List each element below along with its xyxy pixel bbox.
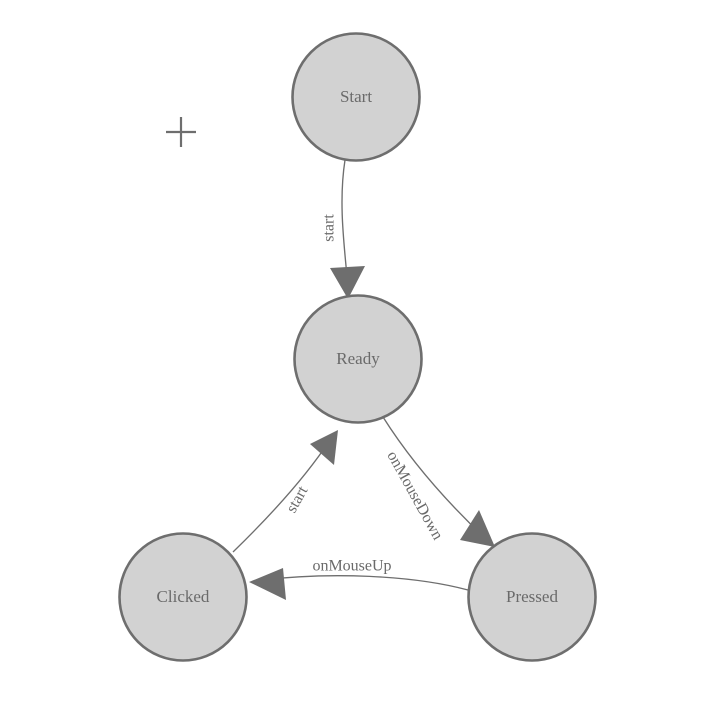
state-node-start[interactable]: Start (291, 32, 421, 162)
state-node-clicked[interactable]: Clicked (118, 532, 248, 662)
crosshair-marker (166, 117, 196, 147)
node-circle-start[interactable] (291, 32, 421, 162)
arrowhead-icon-ready-to-pressed (460, 510, 495, 547)
node-label-clicked: Clicked (157, 587, 210, 606)
arrowhead-icon-pressed-to-clicked (249, 568, 286, 600)
arrowhead-icon-clicked-to-ready (310, 430, 338, 465)
node-label-ready: Ready (336, 349, 380, 368)
edge-line-pressed-to-clicked (261, 575, 469, 591)
edge-clicked-to-ready[interactable]: start (232, 430, 338, 553)
edge-label-pressed-to-clicked: onMouseUp (312, 558, 391, 575)
edge-line-clicked-to-ready (232, 439, 331, 553)
edge-start-to-ready[interactable]: start (321, 159, 365, 299)
arrowhead-icon-start-to-ready (330, 266, 365, 299)
edge-label-start-to-ready: start (321, 214, 338, 242)
state-node-pressed[interactable]: Pressed (467, 532, 597, 662)
state-node-ready[interactable]: Ready (293, 294, 423, 424)
edge-pressed-to-clicked[interactable]: onMouseUp (249, 558, 469, 600)
node-circle-ready[interactable] (293, 294, 423, 424)
node-circle-clicked[interactable] (118, 532, 248, 662)
edge-label-clicked-to-ready: start (283, 483, 311, 516)
node-label-start: Start (340, 87, 372, 106)
edge-ready-to-pressed[interactable]: onMouseDown (382, 416, 495, 547)
markers-layer (166, 117, 196, 147)
node-circle-pressed[interactable] (467, 532, 597, 662)
node-label-pressed: Pressed (506, 587, 558, 606)
